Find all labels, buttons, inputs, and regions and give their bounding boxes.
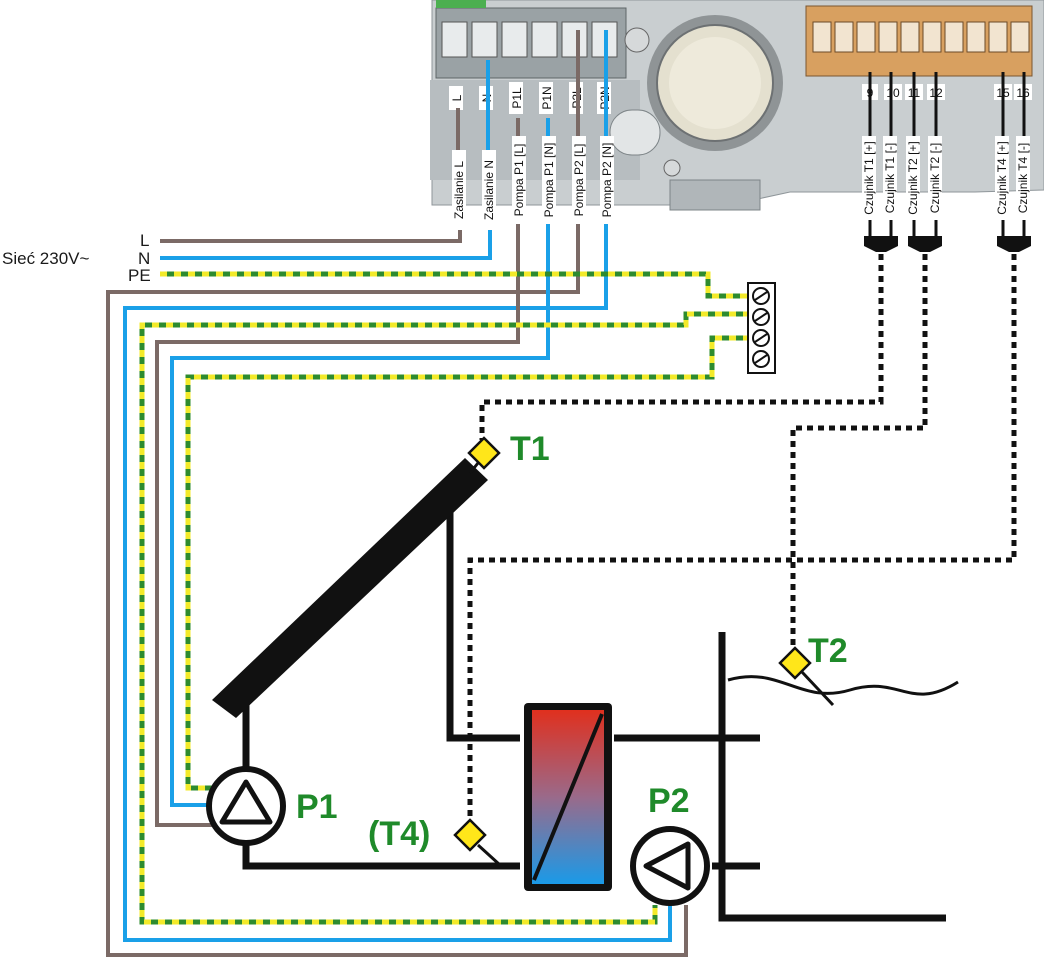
label-czujnik-T4-minus: Czujnik T4 [-] xyxy=(1016,143,1030,213)
terminal-L-label: L xyxy=(450,94,464,101)
terminal-10-label: 10 xyxy=(886,86,900,100)
label-czujnik-T4-plus: Czujnik T4 [+] xyxy=(995,141,1009,214)
wire-P1-L xyxy=(155,235,520,827)
wire-mains-L xyxy=(160,228,462,243)
sensor-diamond-icon xyxy=(453,818,502,867)
power-wire-labels: Zasilanie L Zasilanie N Pompa P1 [L] Pom… xyxy=(452,136,614,230)
pe-wires xyxy=(139,271,750,925)
pool-wall xyxy=(718,632,946,922)
power-terminal-block xyxy=(435,0,627,79)
sensor-diamond-icon xyxy=(778,646,835,707)
cable-T1 xyxy=(479,254,884,440)
pipes xyxy=(242,495,946,922)
terminal-P1N-label: P1N xyxy=(540,86,554,109)
label-T2: T2 xyxy=(808,632,848,670)
label-pompa-P1-N: Pompa P1 [N] xyxy=(542,143,556,218)
component-labels: T1 T2 (T4) P1 P2 xyxy=(296,430,848,853)
sensor-diamond-icon xyxy=(467,436,501,474)
label-pompa-P1-L: Pompa P1 [L] xyxy=(512,144,526,217)
sensor-connectors xyxy=(864,236,1031,252)
sensor-terminal-block xyxy=(805,5,1033,77)
cable-T2 xyxy=(790,254,928,650)
pe-terminal-block-icon xyxy=(747,282,776,374)
pump-icon xyxy=(630,826,710,906)
sensor-wire-labels: Czujnik T1 [+] Czujnik T1 [-] Czujnik T2… xyxy=(862,136,1030,220)
label-pompa-P2-N: Pompa P2 [N] xyxy=(600,143,614,218)
power-wires xyxy=(106,30,688,957)
wire-P1-N xyxy=(170,235,550,807)
wire-mains-N xyxy=(160,228,492,260)
mains-N-label: N xyxy=(138,249,150,268)
pipe-collector-to-exchanger xyxy=(446,495,520,742)
wire-mains-PE xyxy=(160,271,750,299)
controller-dial xyxy=(609,15,783,211)
label-czujnik-T2-plus: Czujnik T2 [+] xyxy=(906,141,920,214)
label-T4: (T4) xyxy=(368,815,430,853)
label-P1: P1 xyxy=(296,788,338,826)
pump-icon xyxy=(206,766,286,846)
label-czujnik-T1-minus: Czujnik T1 [-] xyxy=(883,143,897,213)
pipe-P1-to-exchanger xyxy=(242,845,520,870)
label-T1: T1 xyxy=(510,430,550,468)
wire-P2-N xyxy=(123,235,672,942)
mains-PE-label: PE xyxy=(128,266,151,285)
label-czujnik-T2-minus: Czujnik T2 [-] xyxy=(928,143,942,213)
heat-exchanger-icon xyxy=(524,703,612,891)
label-czujnik-T1-plus: Czujnik T1 [+] xyxy=(862,141,876,214)
cable-T4 xyxy=(467,254,1017,825)
water-surface xyxy=(727,675,959,696)
terminal-P1L-label: P1L xyxy=(510,87,524,109)
mains-labels: Sieć 230V~ L N PE xyxy=(2,231,151,285)
label-pompa-P2-L: Pompa P2 [L] xyxy=(572,144,586,217)
label-P2: P2 xyxy=(648,782,690,820)
solar-collector-icon xyxy=(212,458,488,718)
wire-P2-L xyxy=(106,235,688,957)
wire-P2-PE xyxy=(139,311,750,925)
mains-L-label: L xyxy=(140,231,149,250)
wire-P1-PE xyxy=(185,335,750,791)
sensor-cables xyxy=(467,254,1017,825)
mains-label: Sieć 230V~ xyxy=(2,249,89,268)
label-zasilanie-N: Zasilanie N xyxy=(482,160,496,220)
label-zasilanie-L: Zasilanie L xyxy=(452,161,466,219)
